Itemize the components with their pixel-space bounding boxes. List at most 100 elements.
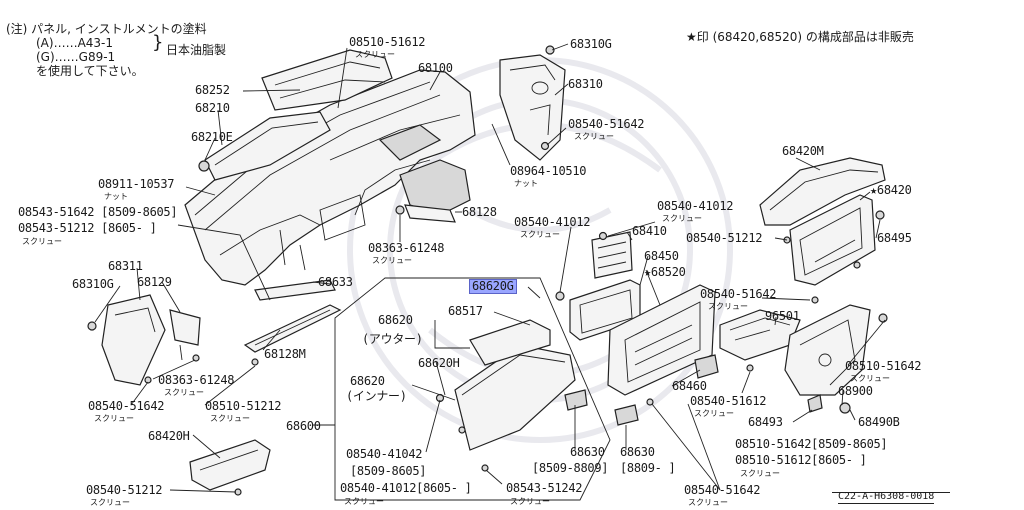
label-outer: (アウター) [362,332,423,346]
sub-08540-41012-c: スクリュー [344,497,384,506]
paint-note-line1: (注) パネル, インストルメントの塗料 [6,22,207,36]
label-68210E[interactable]: 68210E [191,130,233,144]
label-68630-a[interactable]: 68630 [570,445,605,459]
label-68517[interactable]: 68517 [448,304,483,318]
screw-08363-61248-b [192,354,200,362]
label-08543-51212[interactable]: 08543-51212 [8605- ] [18,221,157,235]
bezel-68520 [607,284,716,396]
label-08540-41012-a[interactable]: 08540-41012 [514,215,591,229]
screw-mount-right [853,261,861,269]
label-68630-a-date: [8509-8809] [532,461,609,475]
label-68900[interactable]: 68900 [838,384,873,398]
screw-08510-51642-right [878,313,888,323]
part-68493 [807,394,823,413]
label-08540-51642-mid-right[interactable]: 08540-51642 [700,287,777,301]
sub-08540-51642-left: スクリュー [94,414,134,423]
label-68600[interactable]: 68600 [286,419,321,433]
paint-note-line4: を使用して下さい。 [36,64,144,78]
clip-68310G-top [545,45,555,55]
label-68420[interactable]: ★68420 [870,183,912,197]
sub-08363-61248-b: スクリュー [164,388,204,397]
sub-08540-51642-bottom: スクリュー [688,498,728,507]
clip-68210E [198,160,210,172]
label-08363-61248-b[interactable]: 08363-61248 [158,373,235,387]
side-panel-68311 [101,294,166,386]
label-68420H[interactable]: 68420H [148,429,190,443]
label-08540-51642-bottom[interactable]: 08540-51642 [684,483,761,497]
label-08543-51242[interactable]: 08543-51242 [506,481,583,495]
label-68520[interactable]: ★68520 [644,265,686,279]
label-08540-51642-top[interactable]: 08540-51642 [568,117,645,131]
bracket-68128 [404,204,456,223]
label-68310[interactable]: 68310 [568,77,603,91]
sub-08911-10537: ナット [104,192,128,201]
label-08964-10510[interactable]: 08964-10510 [510,164,587,178]
star-note: ★印 (68420,68520) の構成部品は非販売 [686,30,914,44]
screw-08540-41012-center [555,291,565,301]
label-68460[interactable]: 68460 [672,379,707,393]
label-68210[interactable]: 68210 [195,101,230,115]
sub-08540-41012-a: スクリュー [520,230,560,239]
clip-68490B [839,402,851,414]
sub-08510-51612-top: スクリュー [355,50,395,59]
label-68128[interactable]: 68128 [462,205,497,219]
label-08510-51612-top[interactable]: 08510-51612 [349,35,426,49]
label-68620G-highlighted[interactable]: 68620G [469,279,517,294]
label-08911-10537[interactable]: 08911-10537 [98,177,175,191]
label-68252[interactable]: 68252 [195,83,230,97]
cover-68420M [759,157,886,226]
label-68630-b[interactable]: 68630 [620,445,655,459]
label-68490B[interactable]: 68490B [858,415,900,429]
meter-housing-68420 [789,194,876,286]
label-68128M[interactable]: 68128M [264,347,306,361]
label-08510-51642-dated[interactable]: 08510-51642[8509-8605] [735,437,888,451]
label-68450[interactable]: 68450 [644,249,679,263]
part-68410 [591,231,633,279]
label-68420M[interactable]: 68420M [782,144,824,158]
screw-08540-51642-top [540,141,550,151]
sub-08363-61248-a: スクリュー [372,256,412,265]
label-08543-51642[interactable]: 08543-51642 [8509-8605] [18,205,178,219]
label-68620H[interactable]: 68620H [418,356,460,370]
cover-68900 [784,304,871,396]
label-68100[interactable]: 68100 [418,61,453,75]
label-68633[interactable]: 68633 [318,275,353,289]
sub-08540-51212-bottom-left: スクリュー [90,498,130,507]
label-68495[interactable]: 68495 [877,231,912,245]
screw-08510-51212 [251,358,259,366]
label-08510-51642-right[interactable]: 08510-51642 [845,359,922,373]
label-08363-61248-a[interactable]: 08363-61248 [368,241,445,255]
label-08540-41012-b[interactable]: 08540-41012 [657,199,734,213]
label-08540-51612[interactable]: 08540-51612 [690,394,767,408]
bracket-68129 [169,309,201,361]
sub-08540-51642-top: スクリュー [574,132,614,141]
label-68310G-top[interactable]: 68310G [570,37,612,51]
label-68620-outer[interactable]: 68620 [378,313,413,327]
screw-08540-51642-left [144,376,152,384]
paint-note-brace: } [152,32,164,53]
label-08540-51642-left[interactable]: 08540-51642 [88,399,165,413]
diagram-code: C22-A-H6308-0018 [838,491,935,504]
glovebox-68600 [334,277,654,501]
label-08540-41012-c[interactable]: 08540-41012[8605- ] [340,481,472,495]
label-96501[interactable]: 96501 [765,309,800,323]
label-68630-b-date: [8809- ] [620,461,676,475]
sub-08543-51242: スクリュー [510,497,550,506]
label-68311[interactable]: 68311 [108,259,143,273]
label-68620-inner-number[interactable]: 68620 [350,374,385,388]
label-68410[interactable]: 68410 [632,224,667,238]
label-68310G-left[interactable]: 68310G [72,277,114,291]
label-08510-51212[interactable]: 08510-51212 [205,399,282,413]
label-08510-51612-dated[interactable]: 08510-51612[8605- ] [735,453,867,467]
label-68129[interactable]: 68129 [137,275,172,289]
leader-lines [94,43,886,493]
label-08540-51212-bottom-left[interactable]: 08540-51212 [86,483,163,497]
label-08540-51212-right[interactable]: 08540-51212 [686,231,763,245]
sub-08540-51612: スクリュー [694,409,734,418]
clip-68310G-left [87,321,97,331]
label-68493[interactable]: 68493 [748,415,783,429]
label-inner: (インナー) [346,389,407,403]
clip-68495 [875,210,885,220]
label-08540-41042[interactable]: 08540-41042 [346,447,423,461]
part-68420H [189,439,271,491]
